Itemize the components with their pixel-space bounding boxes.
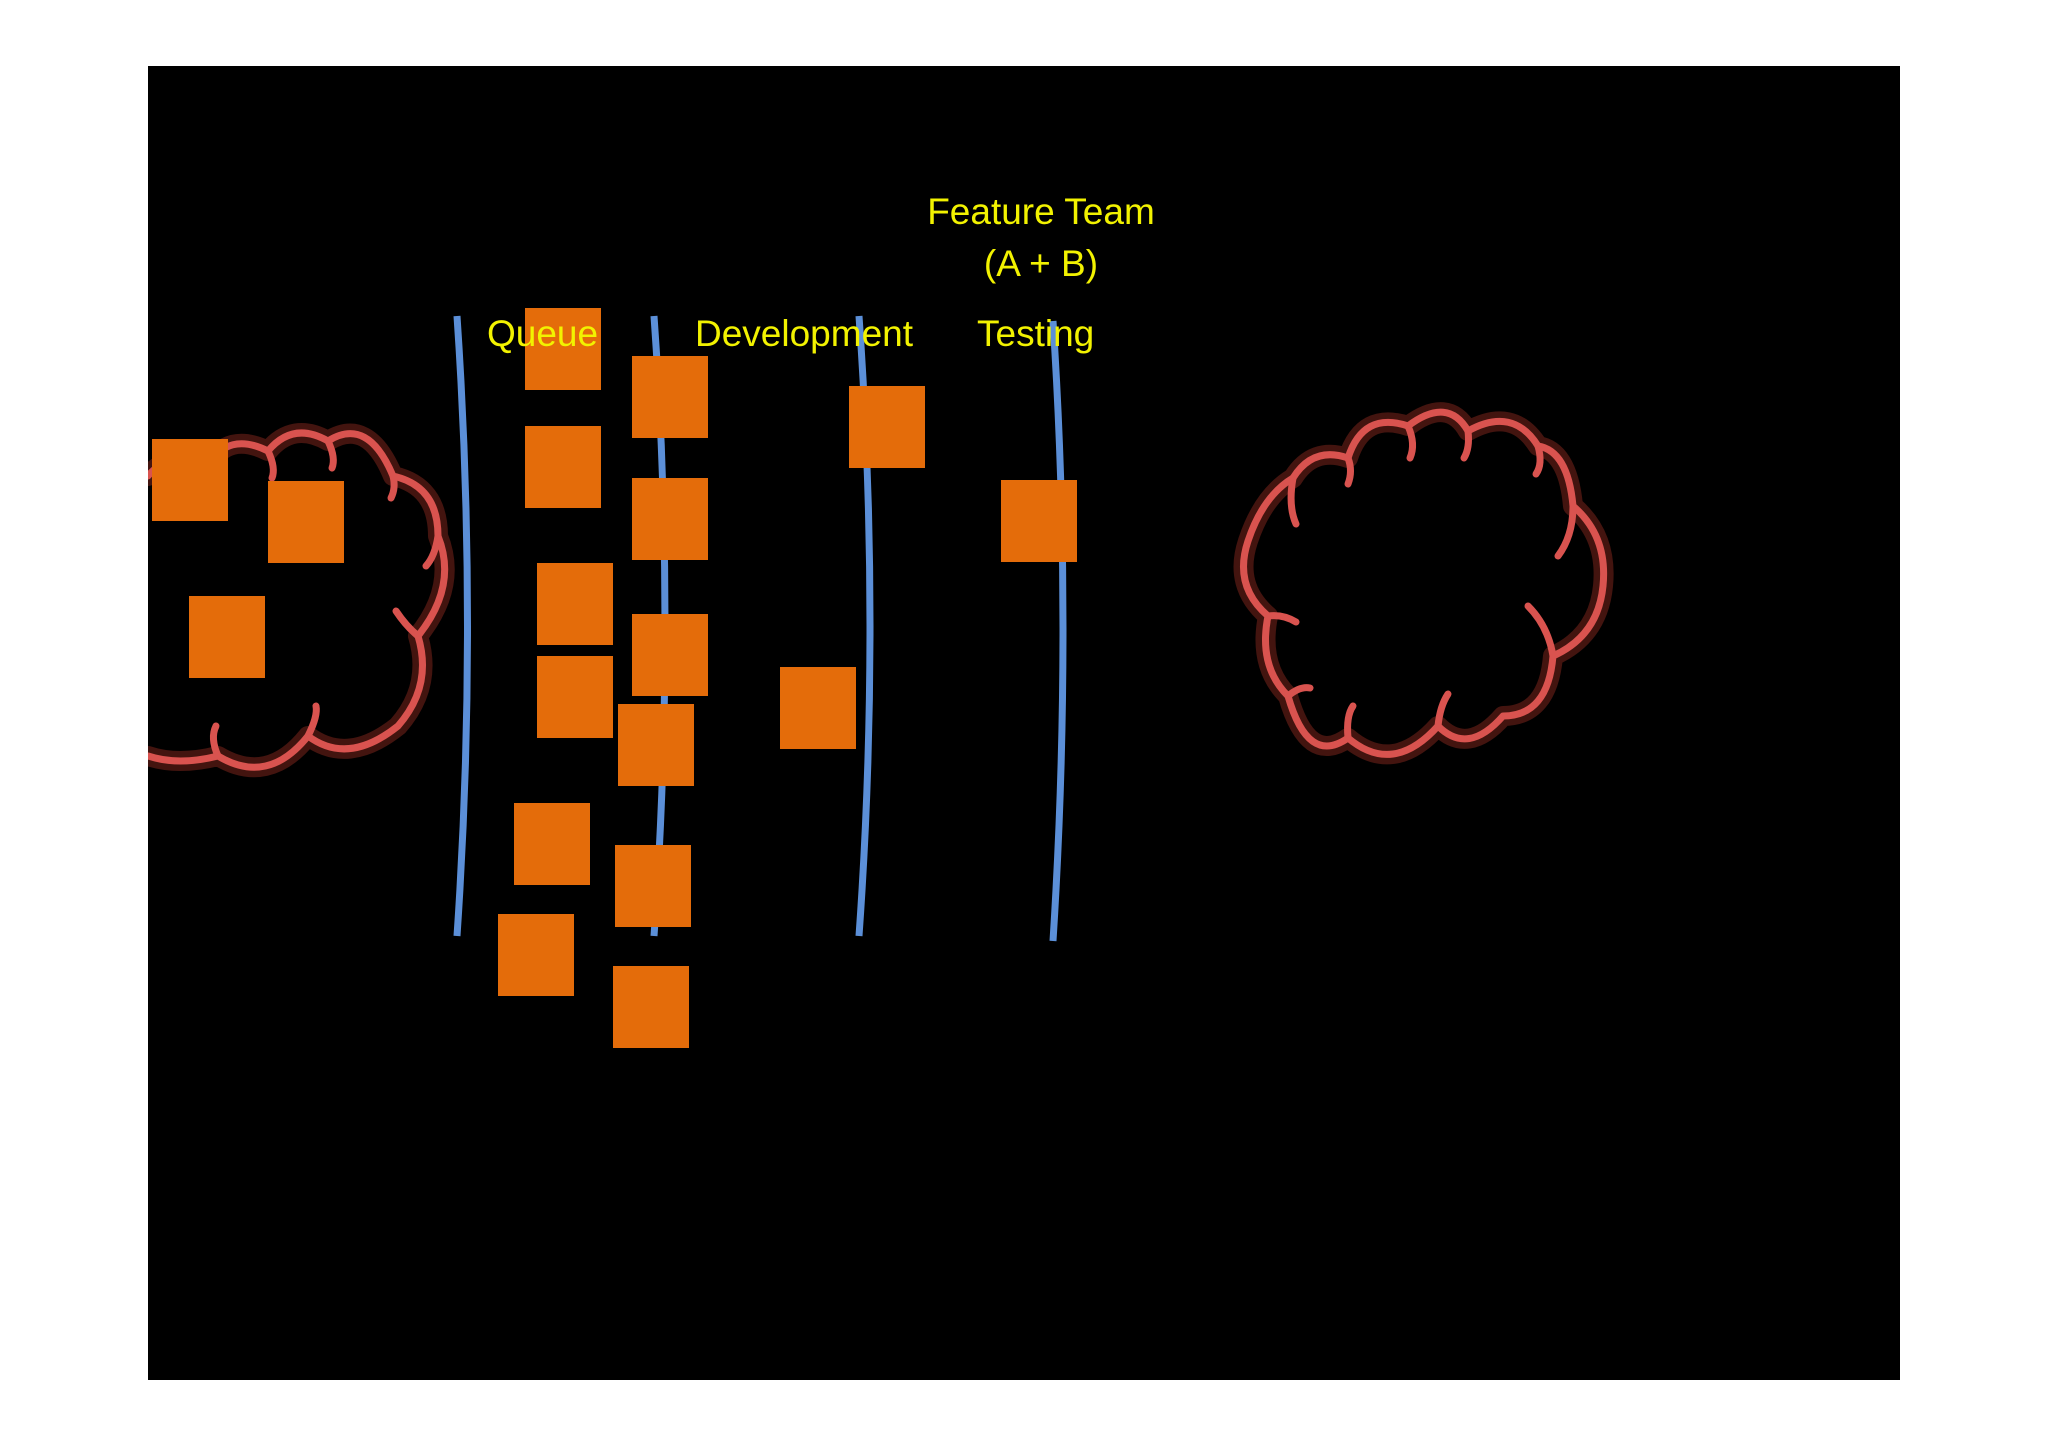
queue-card	[613, 966, 689, 1048]
queue-card	[632, 356, 708, 438]
column-header-queue: Queue	[487, 313, 599, 354]
column-header-development: Development	[695, 313, 914, 354]
queue-card	[525, 308, 601, 390]
team-subtitle: (A + B)	[983, 243, 1099, 284]
backlog-card	[189, 596, 265, 678]
queue-card	[632, 614, 708, 696]
queue-card	[498, 914, 574, 996]
backlog-card	[152, 439, 228, 521]
slide-canvas: Feature Team (A + B) Queue Development T…	[148, 66, 1900, 1380]
queue-card	[618, 704, 694, 786]
lane-divider-4	[1049, 320, 1067, 942]
queue-card	[537, 563, 613, 645]
kanban-board-diagram	[148, 308, 1614, 1048]
queue-card	[615, 845, 691, 927]
backlog-cloud-icon	[148, 423, 455, 778]
queue-card	[514, 803, 590, 885]
queue-card	[537, 656, 613, 738]
lane-divider-1	[453, 315, 471, 937]
backlog-card	[268, 481, 344, 563]
development-card	[849, 386, 925, 468]
done-cloud-icon	[1233, 402, 1614, 765]
queue-card	[525, 426, 601, 508]
column-header-testing: Testing	[977, 313, 1095, 354]
development-card	[780, 667, 856, 749]
team-title: Feature Team	[927, 191, 1155, 232]
testing-card	[1001, 480, 1077, 562]
queue-card	[632, 478, 708, 560]
